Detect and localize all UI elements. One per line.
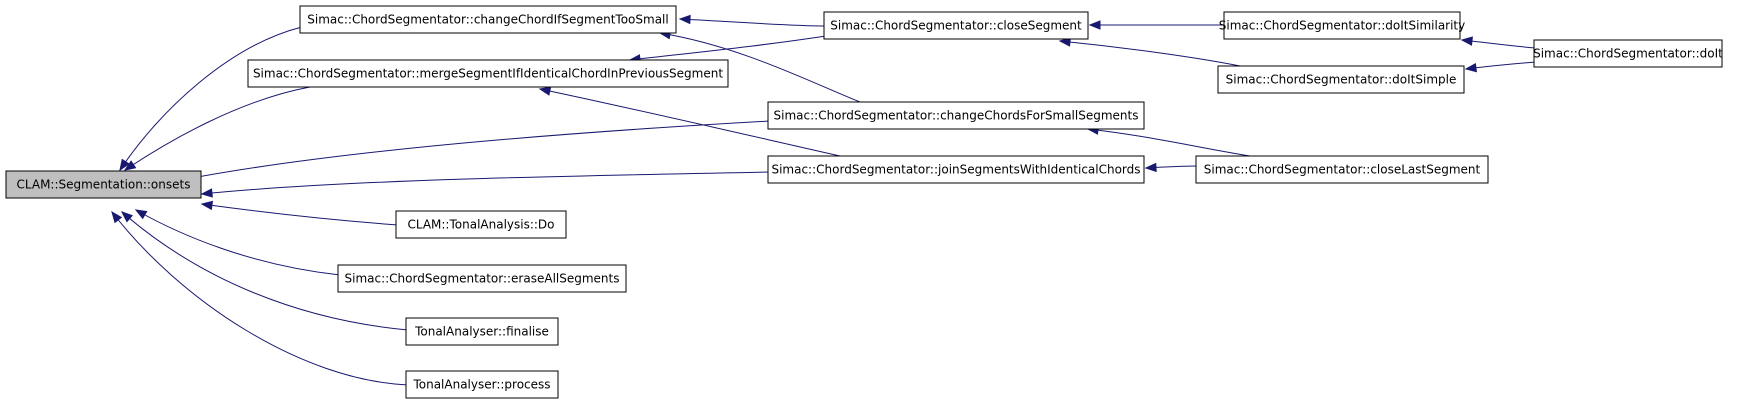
edge-process-to-onsets [111,210,409,386]
edge-line [161,120,771,185]
node-box[interactable] [1217,65,1465,94]
edge-do-to-onsets [200,200,399,226]
edge-join-to-onsets [200,171,771,198]
arrowhead-icon [1058,37,1071,47]
arrowhead-icon [123,160,137,171]
arrowhead-icon [119,158,130,172]
edge-change_chord-to-onsets [119,26,303,172]
edge-close_seg-to-change_chord [678,14,827,27]
edge-line [679,18,827,27]
edge-doit-to-doit_sim [1460,36,1537,49]
edge-erase-to-onsets [134,209,341,276]
arrowhead-icon [1144,162,1157,173]
node-box[interactable] [1195,155,1489,184]
node-doit-sim[interactable]: Simac::ChordSegmentator::doItSimilarity [1219,11,1466,40]
node-label: Simac::ChordSegmentator::closeSegment [830,19,1082,33]
node-box[interactable] [767,101,1145,130]
nodes-layer: CLAM::Segmentation::onsetsSimac::ChordSe… [5,5,1723,399]
arrowhead-icon [1088,20,1101,30]
edge-line [119,26,303,171]
edge-doit_sim-to-close_seg [1088,20,1226,30]
node-label: CLAM::TonalAnalysis::Do [407,218,554,232]
edge-line [111,211,409,386]
arrowhead-icon [120,211,134,223]
edge-doit-to-doit_simple [1464,61,1537,73]
node-label: CLAM::Segmentation::onsets [17,178,191,192]
node-finalise[interactable]: TonalAnalyser::finalise [405,317,559,346]
node-label: Simac::ChordSegmentator::changeChordIfSe… [307,13,668,27]
node-join[interactable]: Simac::ChordSegmentator::joinSegmentsWit… [767,155,1145,184]
edge-change_chords-to-onsets [160,120,771,187]
node-label: Simac::ChordSegmentator::closeLastSegmen… [1204,163,1481,177]
edge-line [121,211,409,331]
node-doit[interactable]: Simac::ChordSegmentator::doIt [1533,39,1723,68]
node-box[interactable] [1533,39,1723,68]
node-label: Simac::ChordSegmentator::mergeSegmentIfI… [253,67,723,81]
node-label: TonalAnalyser::process [412,378,550,392]
node-doit-simple[interactable]: Simac::ChordSegmentator::doItSimple [1217,65,1465,94]
edge-line [201,203,399,226]
arrowhead-icon [200,188,213,198]
node-box[interactable] [1223,11,1461,40]
node-box[interactable] [337,264,627,293]
edge-close_last-to-change_chords [1086,125,1251,157]
edge-line [1087,128,1251,157]
node-do[interactable]: CLAM::TonalAnalysis::Do [395,210,567,239]
edge-join-to-merge [538,86,841,157]
arrowhead-icon [134,209,148,220]
node-label: Simac::ChordSegmentator::doItSimilarity [1219,19,1466,33]
edge-line [659,32,861,103]
node-box[interactable] [405,370,559,399]
edge-line [1059,40,1241,67]
node-label: Simac::ChordSegmentator::doItSimple [1226,73,1457,87]
edge-doit_simple-to-close_seg [1058,37,1241,67]
edge-close_last-to-join [1144,162,1199,173]
node-label: Simac::ChordSegmentator::joinSegmentsWit… [771,163,1140,177]
node-box[interactable] [299,5,677,34]
edge-finalise-to-onsets [120,211,409,331]
node-merge[interactable]: Simac::ChordSegmentator::mergeSegmentIfI… [247,59,729,88]
edge-line [135,209,341,276]
node-close-last[interactable]: Simac::ChordSegmentator::closeLastSegmen… [1195,155,1489,184]
arrowhead-icon [538,86,552,96]
node-label: Simac::ChordSegmentator::eraseAllSegment… [345,272,620,286]
edge-line [124,86,311,171]
edge-line [629,35,827,61]
node-process[interactable]: TonalAnalyser::process [405,370,559,399]
edge-merge-to-onsets [123,86,311,171]
node-box[interactable] [395,210,567,239]
node-box[interactable] [247,59,729,88]
node-erase[interactable]: Simac::ChordSegmentator::eraseAllSegment… [337,264,627,293]
arrowhead-icon [678,14,691,25]
node-change-chord[interactable]: Simac::ChordSegmentator::changeChordIfSe… [299,5,677,34]
edge-line [1465,61,1537,70]
edge-line [539,88,841,157]
arrowhead-icon [1460,36,1473,46]
edge-line [1461,39,1537,49]
arrowhead-icon [200,200,214,211]
arrowhead-icon [111,210,123,224]
node-box[interactable] [823,11,1089,40]
node-label: Simac::ChordSegmentator::doIt [1533,47,1723,61]
node-label: Simac::ChordSegmentator::changeChordsFor… [774,109,1139,123]
node-change-chords[interactable]: Simac::ChordSegmentator::changeChordsFor… [767,101,1145,130]
edge-line [201,171,771,195]
node-box[interactable] [5,170,202,199]
node-label: TonalAnalyser::finalise [414,325,549,339]
node-close-seg[interactable]: Simac::ChordSegmentator::closeSegment [823,11,1089,40]
edges-layer [111,14,1537,386]
node-box[interactable] [405,317,559,346]
node-onsets[interactable]: CLAM::Segmentation::onsets [5,170,202,199]
arrowhead-icon [1464,62,1478,73]
node-box[interactable] [767,155,1145,184]
